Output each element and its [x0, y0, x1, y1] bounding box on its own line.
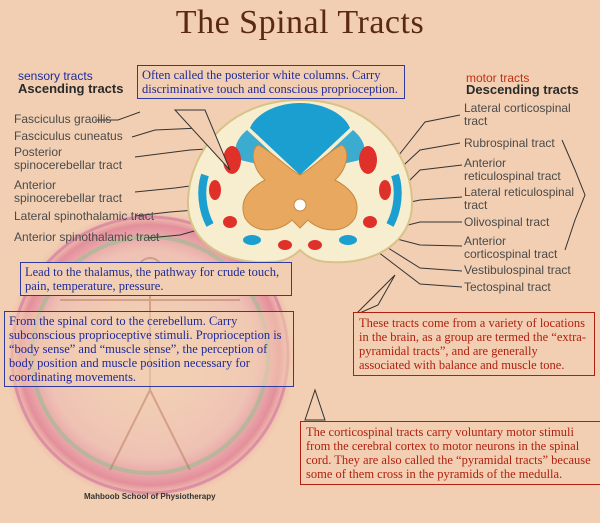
label-vestibulospinal: Vestibulospinal tract: [464, 263, 571, 277]
label-posterior-spinocerebellar: Posterior spinocerebellar tract: [14, 145, 123, 172]
note-posterior-columns: Often called the posterior white columns…: [137, 65, 405, 99]
label-anterior-spinocerebellar: Anterior spinocerebellar tract: [14, 178, 123, 205]
ascending-heading: Ascending tracts: [18, 81, 124, 96]
label-anterior-corticospinal: Anterior corticospinal tract: [464, 234, 558, 261]
note-cerebellum: From the spinal cord to the cerebellum. …: [4, 311, 294, 387]
footer-credit: Mahboob School of Physiotherapy: [84, 492, 216, 501]
label-tectospinal: Tectospinal tract: [464, 280, 551, 294]
label-lateral-corticospinal: Lateral corticospinal tract: [464, 101, 571, 128]
label-anterior-spinothalamic: Anterior spinothalamic tract: [14, 230, 160, 244]
label-lateral-spinothalamic: Lateral spinothalamic tract: [14, 209, 155, 223]
label-fasciculus-gracilis: Fasciculus gracilis: [14, 112, 112, 126]
note-thalamus: Lead to the thalamus, the pathway for cr…: [20, 262, 292, 296]
label-olivospinal: Olivospinal tract: [464, 215, 550, 229]
label-lateral-reticulospinal: Lateral reticulospinal tract: [464, 185, 575, 212]
label-rubrospinal: Rubrospinal tract: [464, 136, 555, 150]
label-anterior-reticulospinal: Anterior reticulospinal tract: [464, 156, 561, 183]
page-title: The Spinal Tracts: [175, 4, 425, 41]
descending-sub: motor tracts: [466, 71, 530, 85]
note-corticospinal: The corticospinal tracts carry voluntary…: [300, 421, 600, 485]
descending-heading: Descending tracts: [466, 82, 579, 97]
note-extrapyramidal: These tracts come from a variety of loca…: [353, 312, 595, 376]
label-fasciculus-cuneatus: Fasciculus cuneatus: [14, 129, 123, 143]
spinal-cord-cross-section-icon: [186, 98, 414, 264]
ascending-sub: sensory tracts: [18, 69, 93, 83]
